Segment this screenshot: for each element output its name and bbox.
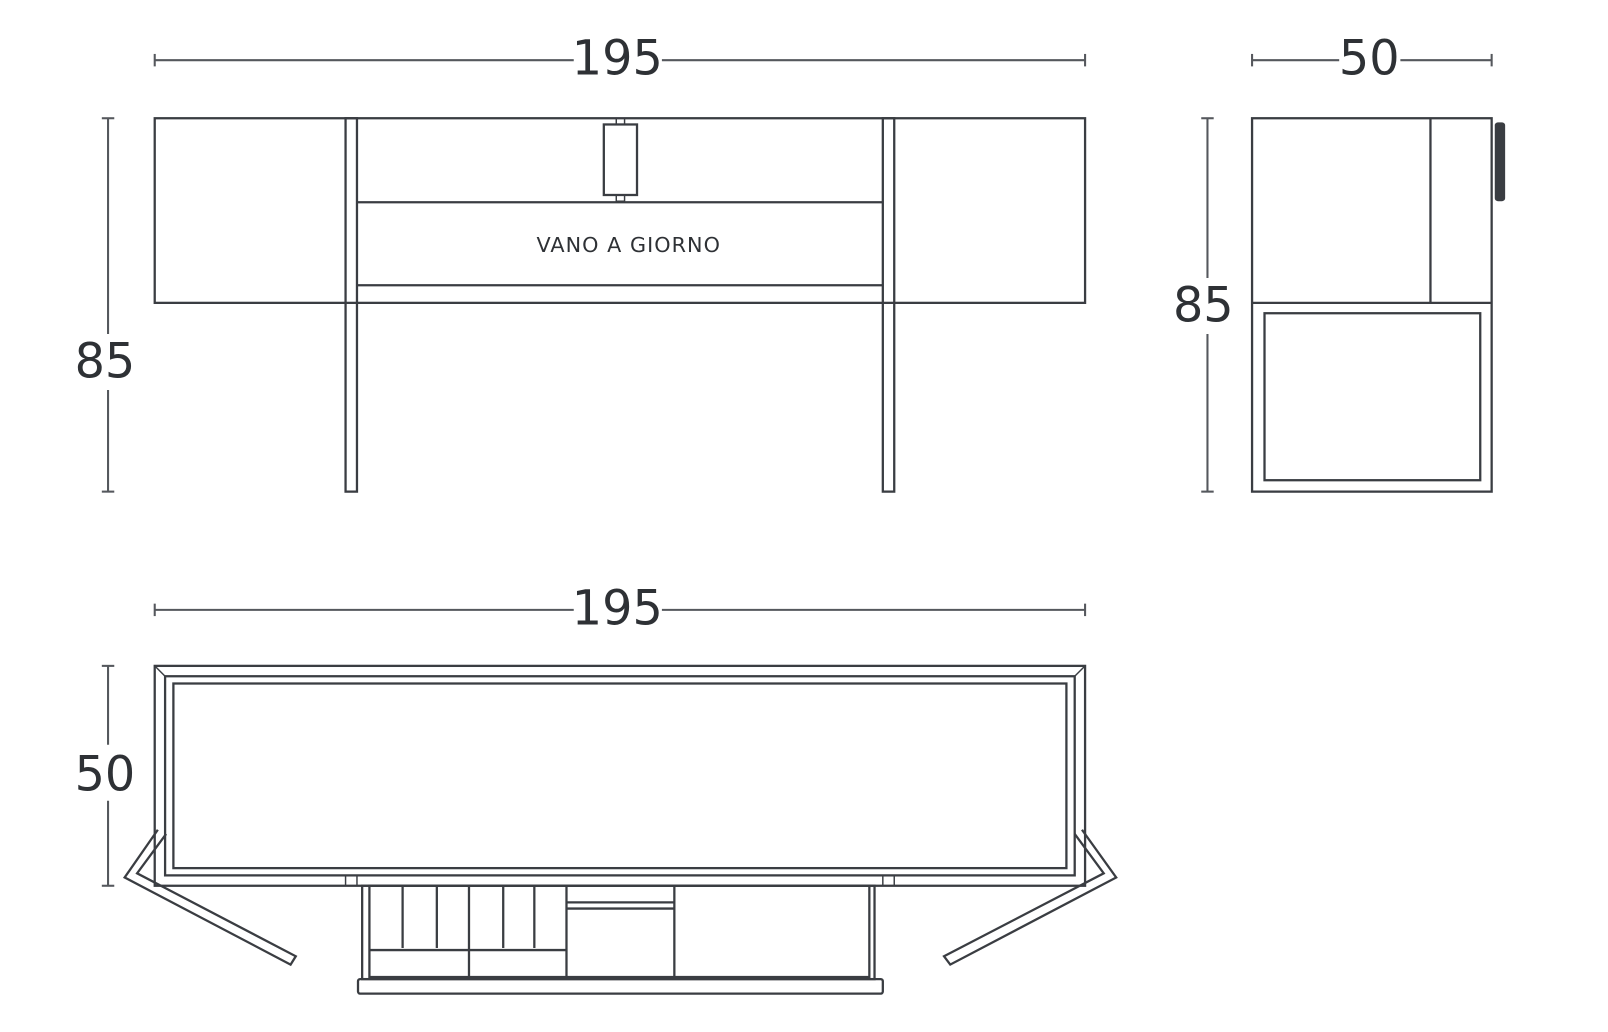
side-depth-dimension: 50: [1251, 32, 1493, 87]
top-view: 195 50: [75, 581, 1118, 995]
open-compartment-label: VANO A GIORNO: [536, 233, 720, 257]
left-leg: [344, 117, 359, 493]
side-handle: [1494, 122, 1506, 202]
handle: [602, 123, 639, 197]
cabinet-body: [153, 117, 1087, 304]
top-depth-label: 50: [75, 747, 136, 802]
right-door-open: [942, 829, 1118, 967]
top-width-dimension: 195: [153, 581, 1087, 636]
front-height-dimension: 85: [75, 117, 136, 493]
top-depth-dimension: 50: [75, 664, 136, 887]
drawer-organizer: [356, 884, 884, 995]
side-height-label: 85: [1173, 279, 1234, 334]
side-height-dimension: 85: [1173, 117, 1234, 493]
right-leg: [881, 117, 896, 493]
side-depth-label: 50: [1339, 32, 1400, 87]
side-view: 50 85: [1173, 32, 1506, 493]
top-width-label: 195: [572, 581, 663, 636]
front-view: 195 85 VANO A GIORNO: [75, 32, 1087, 493]
front-height-label: 85: [75, 335, 136, 390]
left-door-open: [122, 829, 298, 967]
front-width-label: 195: [572, 32, 663, 87]
front-width-dimension: 195: [153, 32, 1087, 87]
